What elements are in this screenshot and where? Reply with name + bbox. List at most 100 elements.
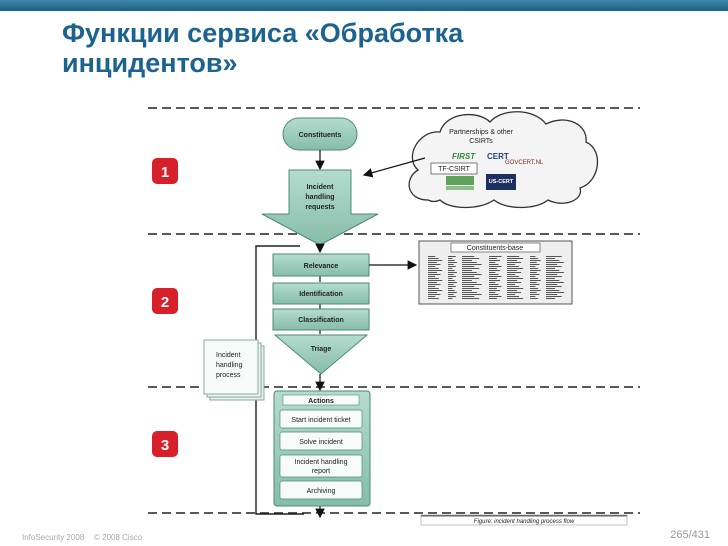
base-row-cell (489, 292, 496, 293)
base-row-cell (507, 272, 522, 273)
base-row-cell (507, 264, 516, 265)
action-start-ticket: Start incident ticket (291, 417, 350, 424)
base-row-cell (530, 278, 539, 279)
base-row-cell (489, 264, 499, 265)
action-archiving: Archiving (307, 488, 336, 495)
base-row-cell (448, 272, 457, 273)
title-line-2: инцидентов» (62, 48, 238, 78)
base-row-cell (462, 280, 472, 281)
base-row-cell (507, 292, 522, 293)
base-row-cell (507, 276, 520, 277)
base-row-cell (489, 266, 502, 267)
base-row-cell (489, 274, 499, 275)
base-row-cell (462, 292, 477, 293)
base-row-cell (462, 290, 472, 291)
base-row-cell (546, 284, 558, 285)
base-row-cell (546, 278, 555, 279)
cert-logo: CERT (487, 152, 509, 161)
requests-line-2: handling (305, 194, 334, 201)
base-row-cell (530, 268, 539, 269)
base-row-cell (530, 284, 540, 285)
base-row-cell (462, 294, 482, 295)
base-row-cell (448, 260, 455, 261)
base-row-cell (448, 292, 457, 293)
base-row-cell (530, 296, 536, 297)
constituents-label: Constituents (299, 132, 342, 139)
base-row-cell (489, 284, 499, 285)
base-row-cell (428, 260, 443, 261)
base-row-cell (428, 270, 443, 271)
partners-cloud: Partnerships & other CSIRTs FIRST CERT T… (408, 111, 599, 209)
base-row-cell (530, 262, 537, 263)
base-row-cell (428, 258, 439, 259)
base-row-cell (546, 286, 562, 287)
base-row-cell (507, 270, 518, 271)
base-row-cell (507, 284, 516, 285)
first-logo: FIRST (452, 152, 476, 161)
constituents-base-rows (428, 256, 564, 299)
figure-caption-text: Figure: incident handling process flow (474, 519, 575, 525)
base-row-cell (489, 260, 500, 261)
base-row-cell (507, 282, 522, 283)
base-row-cell (546, 264, 558, 265)
base-row-cell (489, 298, 497, 299)
base-row-cell (546, 272, 564, 273)
actions-title: Actions (308, 398, 334, 405)
action-solve-incident-box (279, 431, 363, 451)
phase-separators (148, 107, 640, 514)
base-row-cell (546, 296, 562, 297)
base-row-cell (428, 280, 443, 281)
base-row-cell (462, 262, 477, 263)
cert-logo-text: CERT (487, 152, 509, 161)
base-row-cell (428, 282, 437, 283)
base-row-cell (489, 276, 502, 277)
base-row-cell (546, 270, 560, 271)
base-row-cell (428, 294, 441, 295)
header-bar (0, 0, 728, 11)
relevance-label: Relevance (304, 263, 339, 270)
base-row-cell (428, 256, 436, 257)
step-badge-2: 2 (152, 288, 178, 314)
base-row-cell (448, 282, 457, 283)
base-row-cell (507, 274, 516, 275)
figure-caption: Figure: incident handling process flow (420, 514, 628, 526)
base-row-cell (489, 258, 497, 259)
action-report-box (279, 454, 363, 478)
base-row-cell (462, 258, 480, 259)
partners-title-line-2: CSIRTs (469, 138, 493, 145)
process-line-1: Incident (216, 352, 241, 359)
triage-label: Triage (311, 346, 332, 353)
base-row-cell (462, 276, 475, 277)
base-row-cell (530, 288, 539, 289)
base-row-cell (448, 290, 455, 291)
base-row-cell (448, 294, 454, 295)
base-row-cell (530, 276, 536, 277)
requests-line-3: requests (305, 204, 334, 211)
base-row-cell (546, 290, 560, 291)
partners-title-line-1: Partnerships & other (449, 129, 513, 136)
base-row-cell (428, 272, 437, 273)
base-row-cell (448, 266, 456, 267)
base-row-cell (507, 280, 518, 281)
base-row-cell (448, 256, 456, 257)
base-row-cell (489, 290, 500, 291)
base-row-cell (448, 296, 456, 297)
base-row-cell (530, 274, 540, 275)
base-row-cell (428, 274, 441, 275)
action-report-line-2: report (312, 468, 330, 475)
relevance-box: Relevance (272, 253, 370, 277)
base-row-cell (462, 268, 480, 269)
base-row-cell (507, 278, 524, 279)
base-row-cell (428, 268, 439, 269)
process-stack: Incident handling process (203, 339, 265, 401)
footer-copyright: © 2008 Cisco (94, 533, 143, 542)
base-row-cell (507, 296, 520, 297)
base-row-cell (507, 298, 524, 299)
triage-shape: Triage (273, 334, 369, 375)
base-row-cell (546, 298, 555, 299)
base-row-cell (462, 296, 475, 297)
base-row-cell (530, 258, 539, 259)
us-cert-logo-text: US-CERT (489, 179, 514, 185)
base-row-cell (546, 282, 564, 283)
arrow-partners-requests (362, 157, 426, 178)
